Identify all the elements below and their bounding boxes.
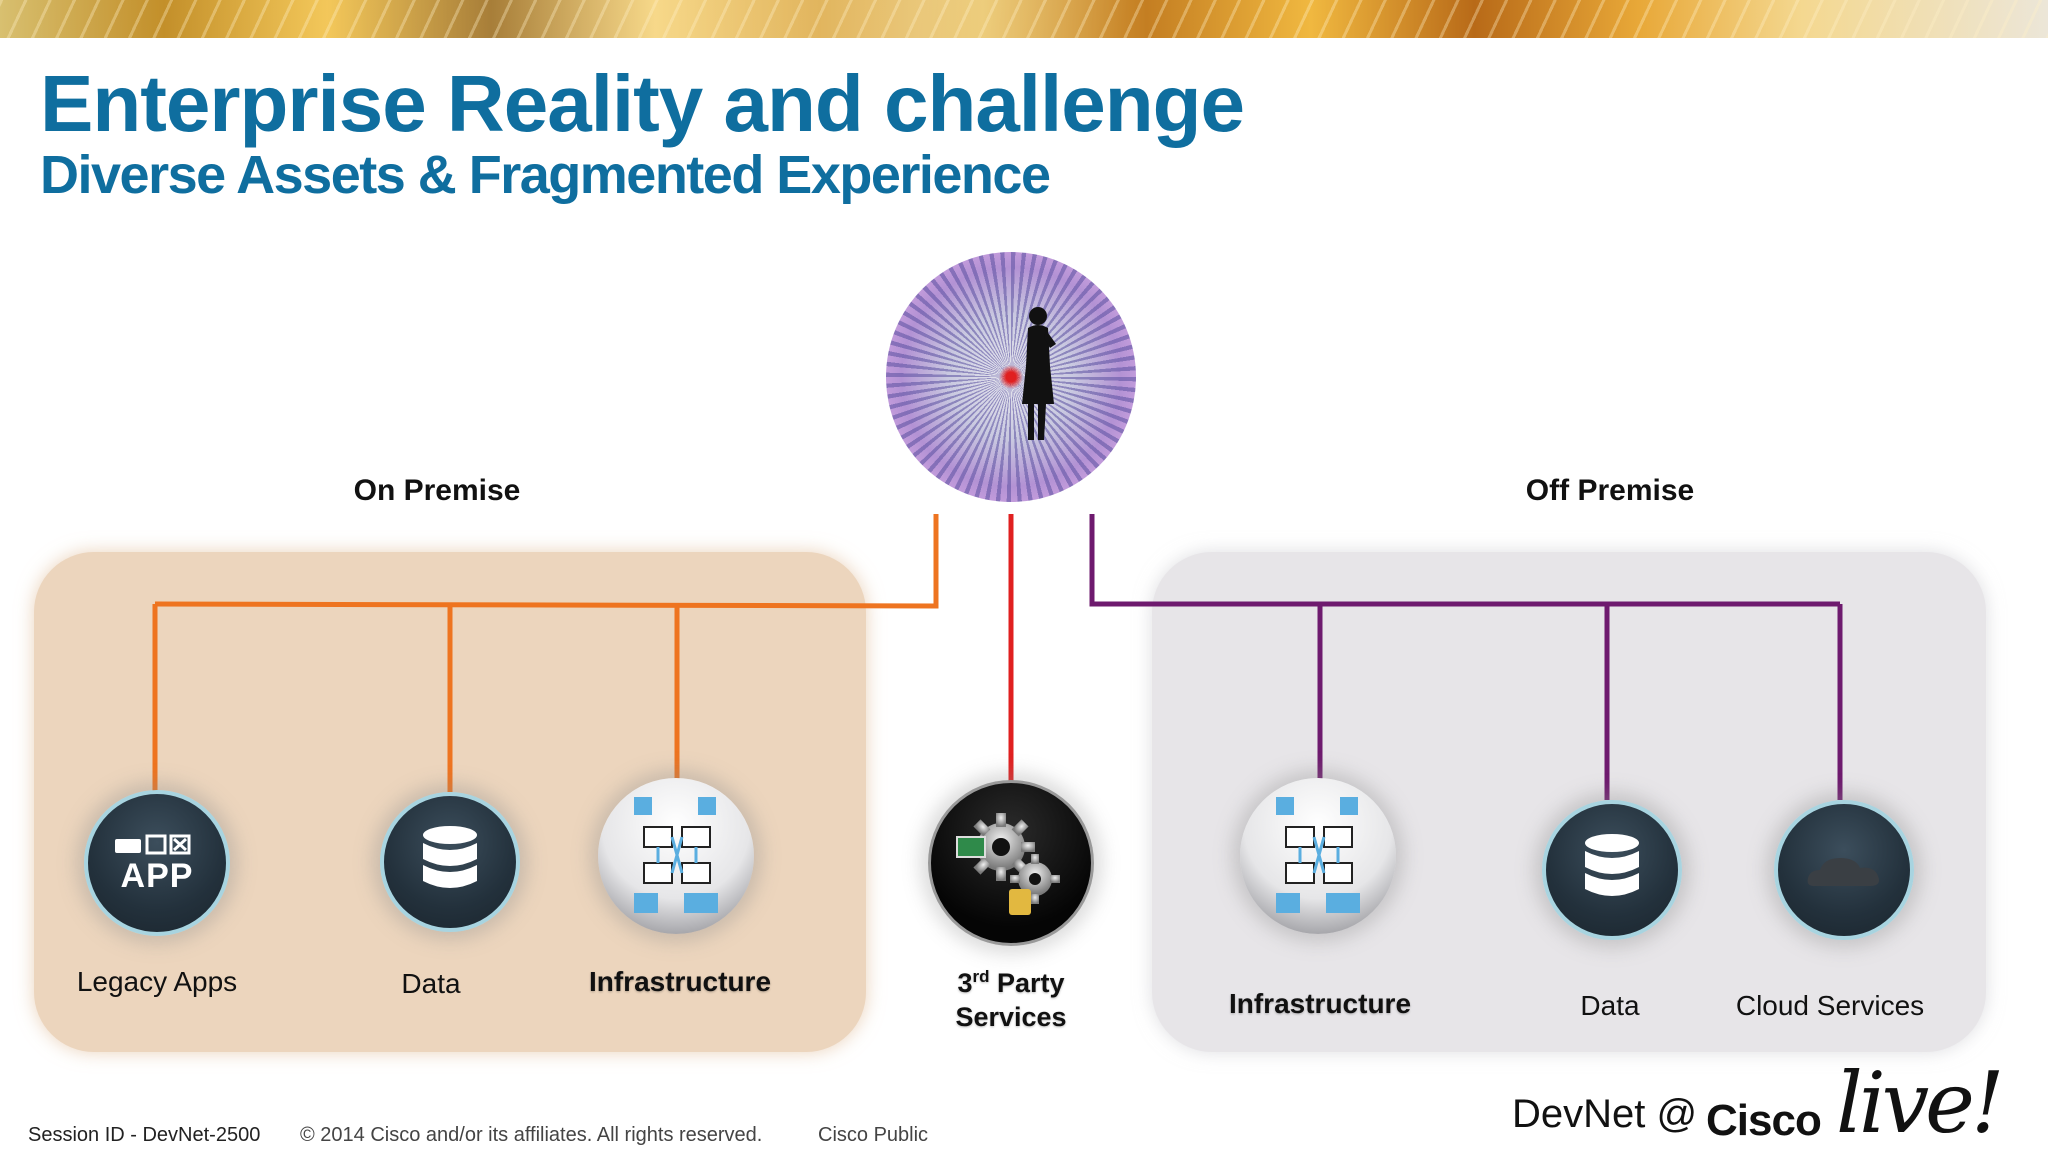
classification-label: Cisco Public	[818, 1124, 929, 1146]
third-party-services-icon[interactable]	[928, 780, 1094, 946]
on-premise-infrastructure-icon[interactable]	[598, 778, 754, 934]
off-premise-infrastructure-icon[interactable]	[1240, 778, 1396, 934]
slide-title: Enterprise Reality and challenge	[40, 59, 1245, 148]
legacy-apps-icon[interactable]: APP	[84, 790, 230, 936]
app-window-glyphs-icon	[115, 834, 191, 855]
app-icon-text: APP	[120, 857, 194, 895]
off-premise-label: Off Premise	[1525, 474, 1695, 507]
on-premise-connector	[154, 514, 939, 609]
database-icon	[1585, 834, 1639, 896]
off-premise-data-icon[interactable]	[1542, 800, 1682, 940]
live-logo-text: live!	[1836, 1054, 2005, 1152]
devnet-brand-text: DevNet @	[1512, 1092, 1698, 1136]
off-premise-data-label: Data	[1580, 990, 1640, 1021]
database-icon	[423, 826, 477, 888]
cloud-icon	[1807, 858, 1879, 886]
user-burst-graphic	[886, 252, 1136, 502]
off-premise-infrastructure-label: Infrastructure	[1228, 988, 1412, 1019]
network-topology-icon	[634, 797, 718, 913]
network-topology-icon	[1276, 797, 1360, 913]
cisco-logo-text: Cisco	[1706, 1096, 1822, 1145]
gears-icon	[956, 813, 1060, 915]
copyright-notice: © 2014 Cisco and/or its affiliates. All …	[300, 1124, 763, 1146]
decorative-banner	[0, 0, 2048, 38]
session-id: Session ID - DevNet-2500	[28, 1124, 261, 1146]
on-premise-data-icon[interactable]	[380, 792, 520, 932]
legacy-apps-label: Legacy Apps	[76, 966, 238, 997]
cloud-services-icon[interactable]	[1774, 800, 1914, 940]
on-premise-label: On Premise	[353, 474, 521, 507]
off-premise-connector	[1089, 514, 1840, 607]
cloud-services-label: Cloud Services	[1735, 990, 1925, 1021]
on-premise-infrastructure-label: Infrastructure	[588, 966, 772, 997]
slide-subtitle: Diverse Assets & Fragmented Experience	[40, 145, 1051, 205]
on-premise-data-label: Data	[401, 968, 461, 999]
person-silhouette-icon	[1022, 307, 1056, 440]
third-party-services-label: 3rd Party Services	[955, 967, 1067, 1032]
